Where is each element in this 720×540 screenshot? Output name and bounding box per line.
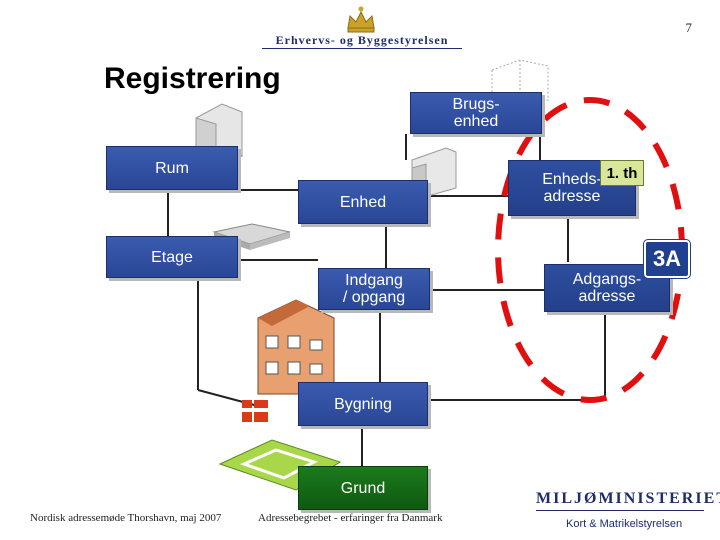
page-title: Registrering [104,62,281,95]
box-bygning-label: Bygning [334,395,392,413]
crown-icon [347,6,375,33]
box-indgang-label-1: Indgang [345,272,403,289]
box-adgangsadresse-label-1: Adgangs- [572,271,642,288]
box-grund: Grund [298,466,428,510]
box-etage-label: Etage [151,248,193,266]
logo-divider [262,48,462,49]
floor-badge: 1. th [600,160,644,186]
box-rum: Rum [106,146,238,190]
box-bygning: Bygning [298,382,428,426]
ministry-sub: Kort & Matrikelstyrelsen [566,518,683,530]
box-brugsenhed-label-1: Brugs- [452,96,500,113]
ministry-name: MILJØMINISTERIET [536,490,720,507]
box-brugsenhed: Brugs- enhed [410,92,542,134]
box-enhed-label: Enhed [339,193,387,211]
box-indgang-label-2: / opgang [342,289,406,306]
box-indgang: Indgang / opgang [318,268,430,310]
ministry-divider [536,510,704,511]
connector-adgangsadresse-bygning [428,314,606,401]
box-enhedsadresse-label-2: adresse [543,188,601,205]
box-grund-label: Grund [340,479,386,497]
box-etage: Etage [106,236,238,278]
slide-number: 7 [685,20,693,35]
logo-text: Erhvervs- og Byggestyrelsen [275,33,449,47]
box-adgangsadresse: Adgangs- adresse [544,264,670,312]
box-brugsenhed-label-2: enhed [453,113,499,130]
box-rum-label: Rum [155,159,189,177]
footer-center: Adressebegrebet - erfaringer fra Danmark [258,512,443,524]
box-adgangsadresse-label-2: adresse [578,288,636,305]
building-illustration [257,299,335,395]
footer-left: Nordisk adressemøde Thorshavn, maj 2007 [30,512,222,524]
box-enhedsadresse-label-1: Enheds- [542,171,602,188]
box-enhed: Enhed [298,180,428,224]
house-number-badge: 3A [643,239,691,279]
footprint-icon [242,400,268,422]
